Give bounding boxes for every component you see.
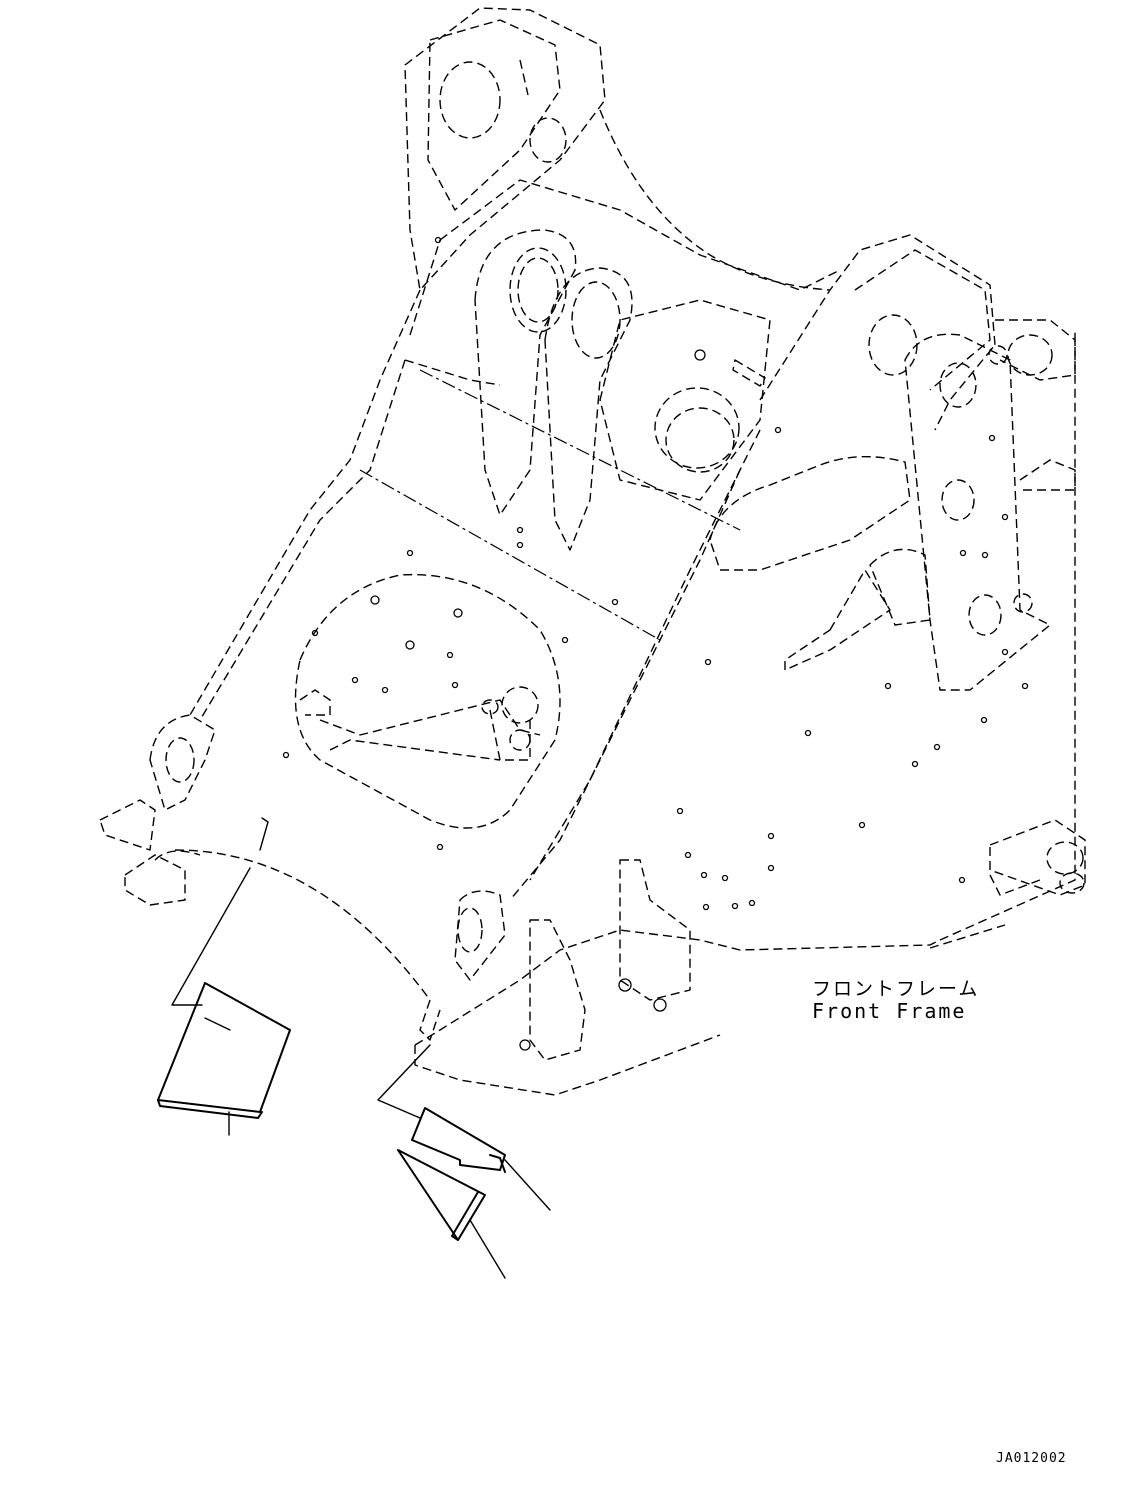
drawing-number: JA012002 xyxy=(996,1451,1067,1466)
center-lugs xyxy=(474,229,633,551)
front-shell xyxy=(174,849,441,1041)
part-name-en: Front Frame xyxy=(812,999,967,1023)
chassis-rails xyxy=(189,289,761,901)
part-name-jp: フロントフレーム xyxy=(812,978,980,1000)
upper-deck xyxy=(404,109,841,386)
right-tower xyxy=(709,234,1076,691)
access-opening xyxy=(294,573,561,829)
decal-left xyxy=(157,817,291,1136)
bolt-holes xyxy=(282,236,1029,911)
left-lug xyxy=(99,714,216,906)
decal-center xyxy=(377,1044,551,1279)
left-tower-outline xyxy=(404,7,606,291)
center-box xyxy=(599,299,771,501)
base-plate xyxy=(414,330,1086,1096)
